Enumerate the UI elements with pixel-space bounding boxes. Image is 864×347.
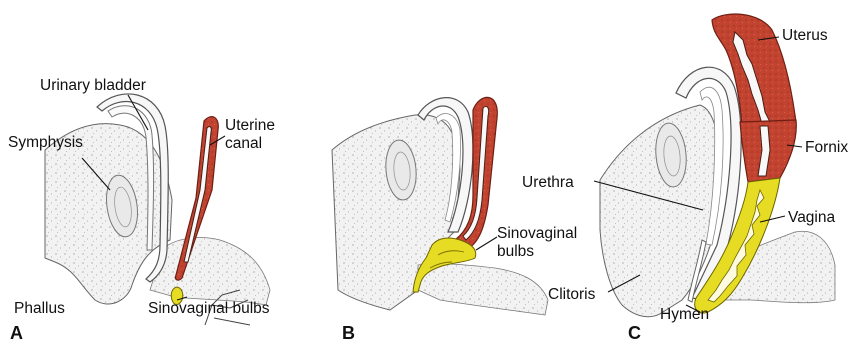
- label-sinovaginal-bulbs-a: Sinovaginal bulbs: [148, 300, 270, 317]
- label-vagina: Vagina: [788, 209, 835, 226]
- label-symphysis: Symphysis: [8, 134, 83, 151]
- panel-b-lower-tissue: [418, 264, 548, 315]
- panel-letter-c: C: [628, 323, 641, 343]
- panel-a-lower-tissue: [150, 238, 270, 305]
- panel-b: [332, 97, 548, 315]
- label-uterus: Uterus: [782, 27, 828, 44]
- label-hymen: Hymen: [660, 306, 709, 323]
- label-urethra: Urethra: [522, 174, 574, 191]
- panel-letter-a: A: [10, 323, 23, 343]
- label-fornix: Fornix: [805, 139, 848, 156]
- panel-letter-b: B: [342, 323, 355, 343]
- leader-sinovaginal-bulbs-b: [476, 237, 497, 250]
- label-phallus: Phallus: [14, 300, 65, 317]
- panel-c: [600, 14, 835, 317]
- label-urinary-bladder: Urinary bladder: [40, 77, 146, 94]
- label-clitoris: Clitoris: [548, 286, 596, 303]
